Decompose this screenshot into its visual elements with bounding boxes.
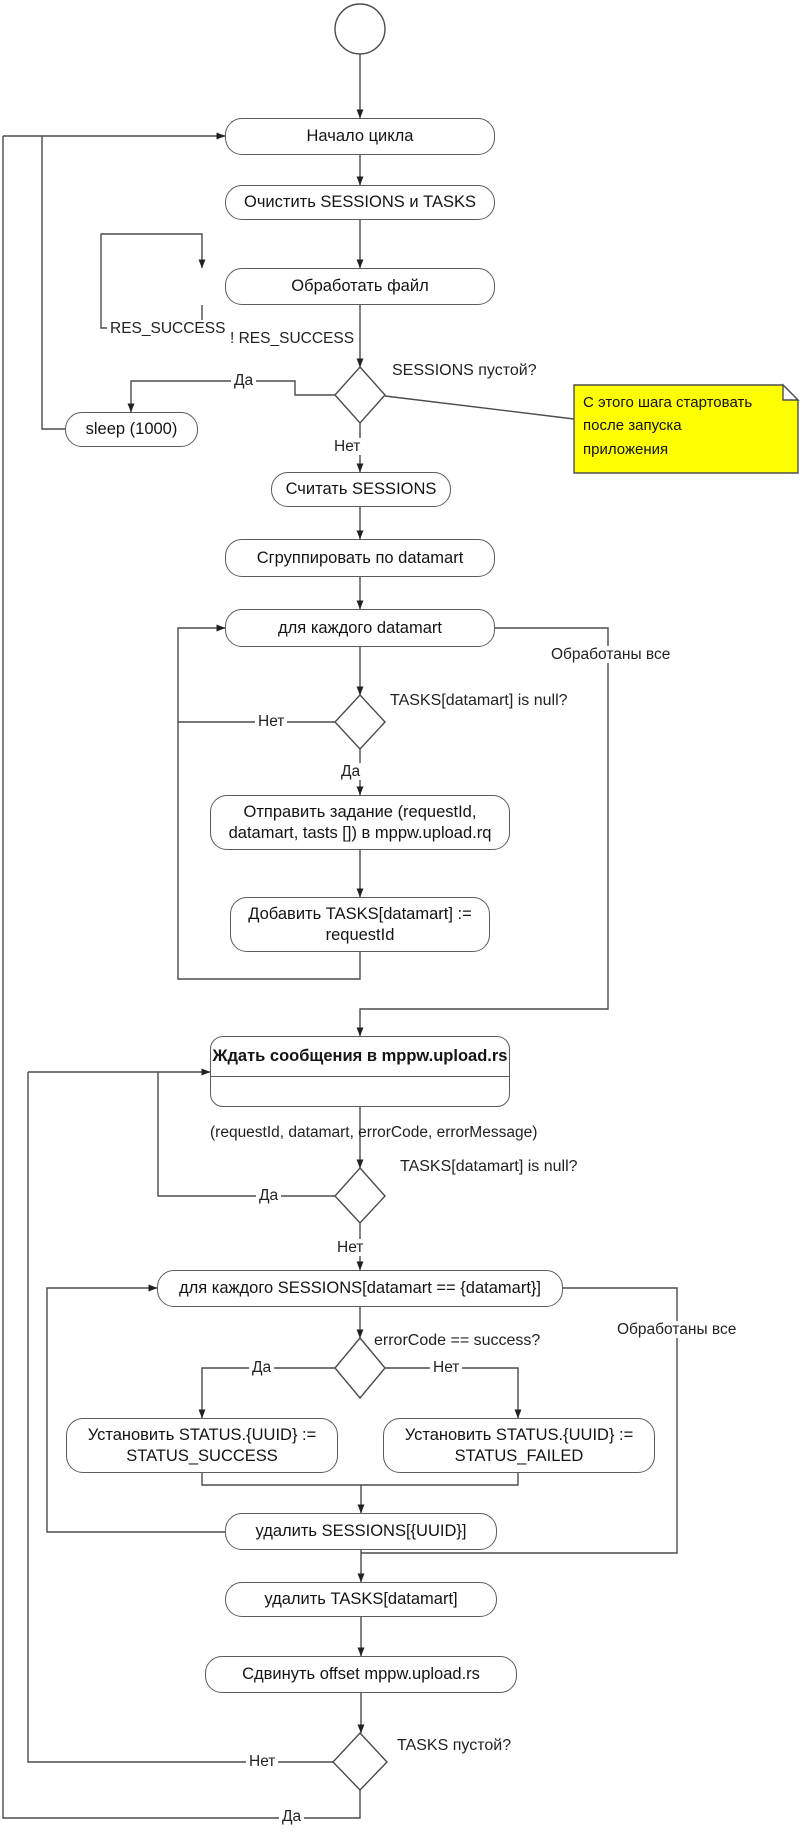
node-shift-offset: Сдвинуть offset mppw.upload.rs <box>205 1656 517 1693</box>
edge-yes-to-sleep <box>127 380 335 413</box>
label-no-foreach-sessions: Нет <box>334 1239 367 1257</box>
node-set-status-failed: Установить STATUS.{UUID} := STATUS_FAILE… <box>383 1418 655 1473</box>
label-yes-status-success: Да <box>249 1359 275 1377</box>
node-add-task: Добавить TASKS[datamart] := requestId <box>230 897 490 952</box>
edge-no-to-status-failed <box>385 1367 522 1419</box>
label-processed-all-2: Обработаны все <box>614 1321 740 1339</box>
node-wait-message: Ждать сообщения в mppw.upload.rs <box>210 1036 510 1107</box>
edge-processed-all-rail-2 <box>361 1287 678 1554</box>
label-no-tasks-null-first: Нет <box>255 713 288 731</box>
edge-addtask-loop-to-foreach <box>177 624 361 980</box>
node-foreach-datamart: для каждого datamart <box>225 609 495 647</box>
label-no-loop-wait: Нет <box>246 1753 279 1771</box>
node-sleep: sleep (1000) <box>65 412 198 447</box>
node-read-sessions: Считать SESSIONS <box>271 472 451 507</box>
node-process-file: Обработать файл <box>225 268 495 305</box>
edge-yes-to-status-success <box>198 1367 335 1419</box>
decision-tasks-empty-diamond <box>332 1731 388 1792</box>
note-connector-line <box>384 395 575 420</box>
edge-status-converge <box>201 1473 519 1486</box>
label-tasks-empty: TASKS пустой? <box>397 1737 512 1754</box>
edge-sleep-to-left-rail <box>41 136 65 430</box>
sticky-note-text: С этого шага стартовать после запуска пр… <box>583 394 753 458</box>
edge-no-rail-to-wait <box>27 1072 333 1763</box>
label-yes-send: Да <box>338 763 364 781</box>
label-message-params: (requestId, datamart, errorCode, errorMe… <box>210 1124 538 1141</box>
label-yes-sleep: Да <box>231 372 257 390</box>
sticky-note-shape <box>573 384 799 474</box>
node-send-task: Отправить задание (requestId, datamart, … <box>210 795 510 850</box>
edge-processed-all-rail-1 <box>356 627 609 1037</box>
decision-tasks-null-second-diamond <box>334 1166 386 1225</box>
label-yes-restart: Да <box>279 1808 305 1826</box>
node-group-by-datamart: Сгруппировать по datamart <box>225 539 495 577</box>
edge-bottom-yes-left-rail <box>2 136 361 1819</box>
label-res-success: RES_SUCCESS <box>107 320 229 338</box>
decision-sessions-empty-diamond <box>334 365 386 425</box>
label-error-code-success: errorCode == success? <box>374 1332 541 1349</box>
label-yes-tasks-null-second: Да <box>256 1187 282 1205</box>
label-no-status-failed: Нет <box>430 1359 463 1377</box>
label-tasks-null-second: TASKS[datamart] is null? <box>400 1158 578 1175</box>
label-tasks-null-first: TASKS[datamart] is null? <box>390 692 568 709</box>
start-node <box>334 3 386 55</box>
node-delete-sessions: удалить SESSIONS[{UUID}] <box>225 1513 497 1550</box>
node-wait-message-title: Ждать сообщения в mppw.upload.rs <box>211 1037 509 1077</box>
node-foreach-sessions: для каждого SESSIONS[datamart == {datama… <box>157 1270 563 1307</box>
decision-error-code-diamond <box>334 1336 386 1400</box>
label-not-res-success: ! RES_SUCCESS <box>230 330 355 347</box>
edge-process-self-loop <box>100 233 206 329</box>
label-sessions-empty: SESSIONS пустой? <box>392 362 537 379</box>
label-processed-all-1: Обработаны все <box>548 646 674 664</box>
edge-sessions-loop <box>46 1284 225 1533</box>
node-clear-sessions-tasks: Очистить SESSIONS и TASKS <box>225 185 495 220</box>
node-set-status-success: Установить STATUS.{UUID} := STATUS_SUCCE… <box>66 1418 338 1473</box>
node-delete-tasks: удалить TASKS[datamart] <box>225 1582 497 1617</box>
label-no-read-sessions: Нет <box>331 438 364 456</box>
sticky-note-fold <box>782 383 800 401</box>
node-start-cycle: Начало цикла <box>225 118 495 155</box>
decision-tasks-null-first-diamond <box>334 693 386 751</box>
